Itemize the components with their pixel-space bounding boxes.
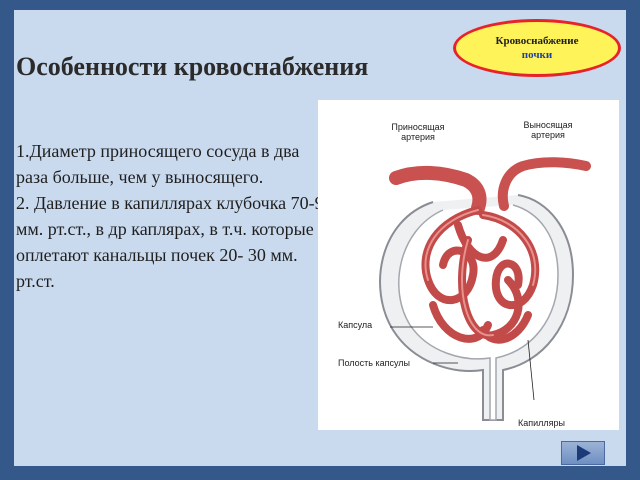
glomerulus-illustration bbox=[379, 157, 591, 421]
badge-line-1: Кровоснабжение bbox=[495, 35, 579, 47]
afferent-artery-label: Приносящая артерия bbox=[391, 122, 445, 142]
point-2: 2. Давление в капиллярах клубочка 70-90 … bbox=[16, 193, 333, 291]
badge-line-2: почки bbox=[521, 49, 553, 61]
topic-badge[interactable]: Кровоснабжение почки bbox=[453, 19, 621, 77]
point-1: 1.Диаметр приносящего сосуда в два раза … bbox=[16, 141, 300, 187]
next-slide-button[interactable] bbox=[561, 441, 605, 465]
right-arrow-icon bbox=[577, 445, 591, 461]
efferent-artery-label: Выносящая артерия bbox=[523, 120, 573, 140]
slide-title: Особенности кровоснабжения bbox=[16, 52, 369, 81]
capsule-label: Капсула bbox=[338, 320, 373, 330]
slide-body: 1.Диаметр приносящего сосуда в два раза … bbox=[16, 138, 334, 294]
capillaries-label: Капилляры bbox=[518, 418, 565, 428]
capsule-cavity-label: Полость капсулы bbox=[338, 358, 410, 368]
glomerulus-figure: Приносящая артерия Выносящая артерия Кап… bbox=[318, 100, 619, 430]
